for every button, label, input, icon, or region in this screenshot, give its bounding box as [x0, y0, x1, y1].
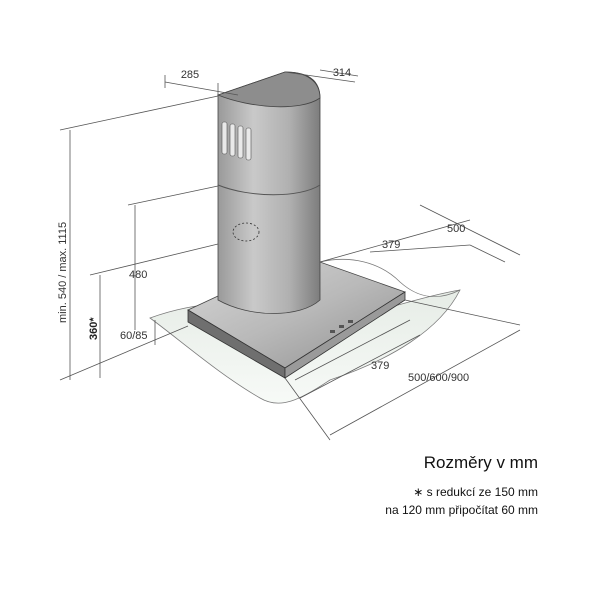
- label-front-width: 500/600/900: [408, 372, 469, 384]
- chimney: [217, 71, 321, 314]
- label-top-depth: 314: [333, 67, 351, 79]
- label-front-inner-width: 379: [371, 360, 389, 372]
- chimney-top: [216, 71, 321, 108]
- glass-canopy-rear: [319, 259, 461, 298]
- caption-note-line1: ∗ s redukcí ze 150 mm: [413, 485, 538, 499]
- label-canopy-edge: 60/85: [120, 330, 148, 342]
- chimney-joint: [217, 184, 321, 196]
- dimension-lines: [59, 69, 521, 441]
- label-reduced-height: 360*: [88, 317, 100, 340]
- caption-title: Rozměry v mm: [423, 453, 538, 472]
- air-outlet: [232, 222, 260, 242]
- label-canopy-inner-depth: 379: [382, 239, 400, 251]
- label-top-width: 285: [181, 69, 199, 81]
- label-height-range: min. 540 / max. 1115: [57, 222, 69, 323]
- label-canopy-depth: 500: [447, 223, 465, 235]
- label-chimney-lower: 480: [129, 269, 147, 281]
- control-buttons: [330, 320, 353, 333]
- caption-note-line2: na 120 mm připočítat 60 mm: [385, 503, 538, 517]
- vent-slots: [221, 121, 252, 161]
